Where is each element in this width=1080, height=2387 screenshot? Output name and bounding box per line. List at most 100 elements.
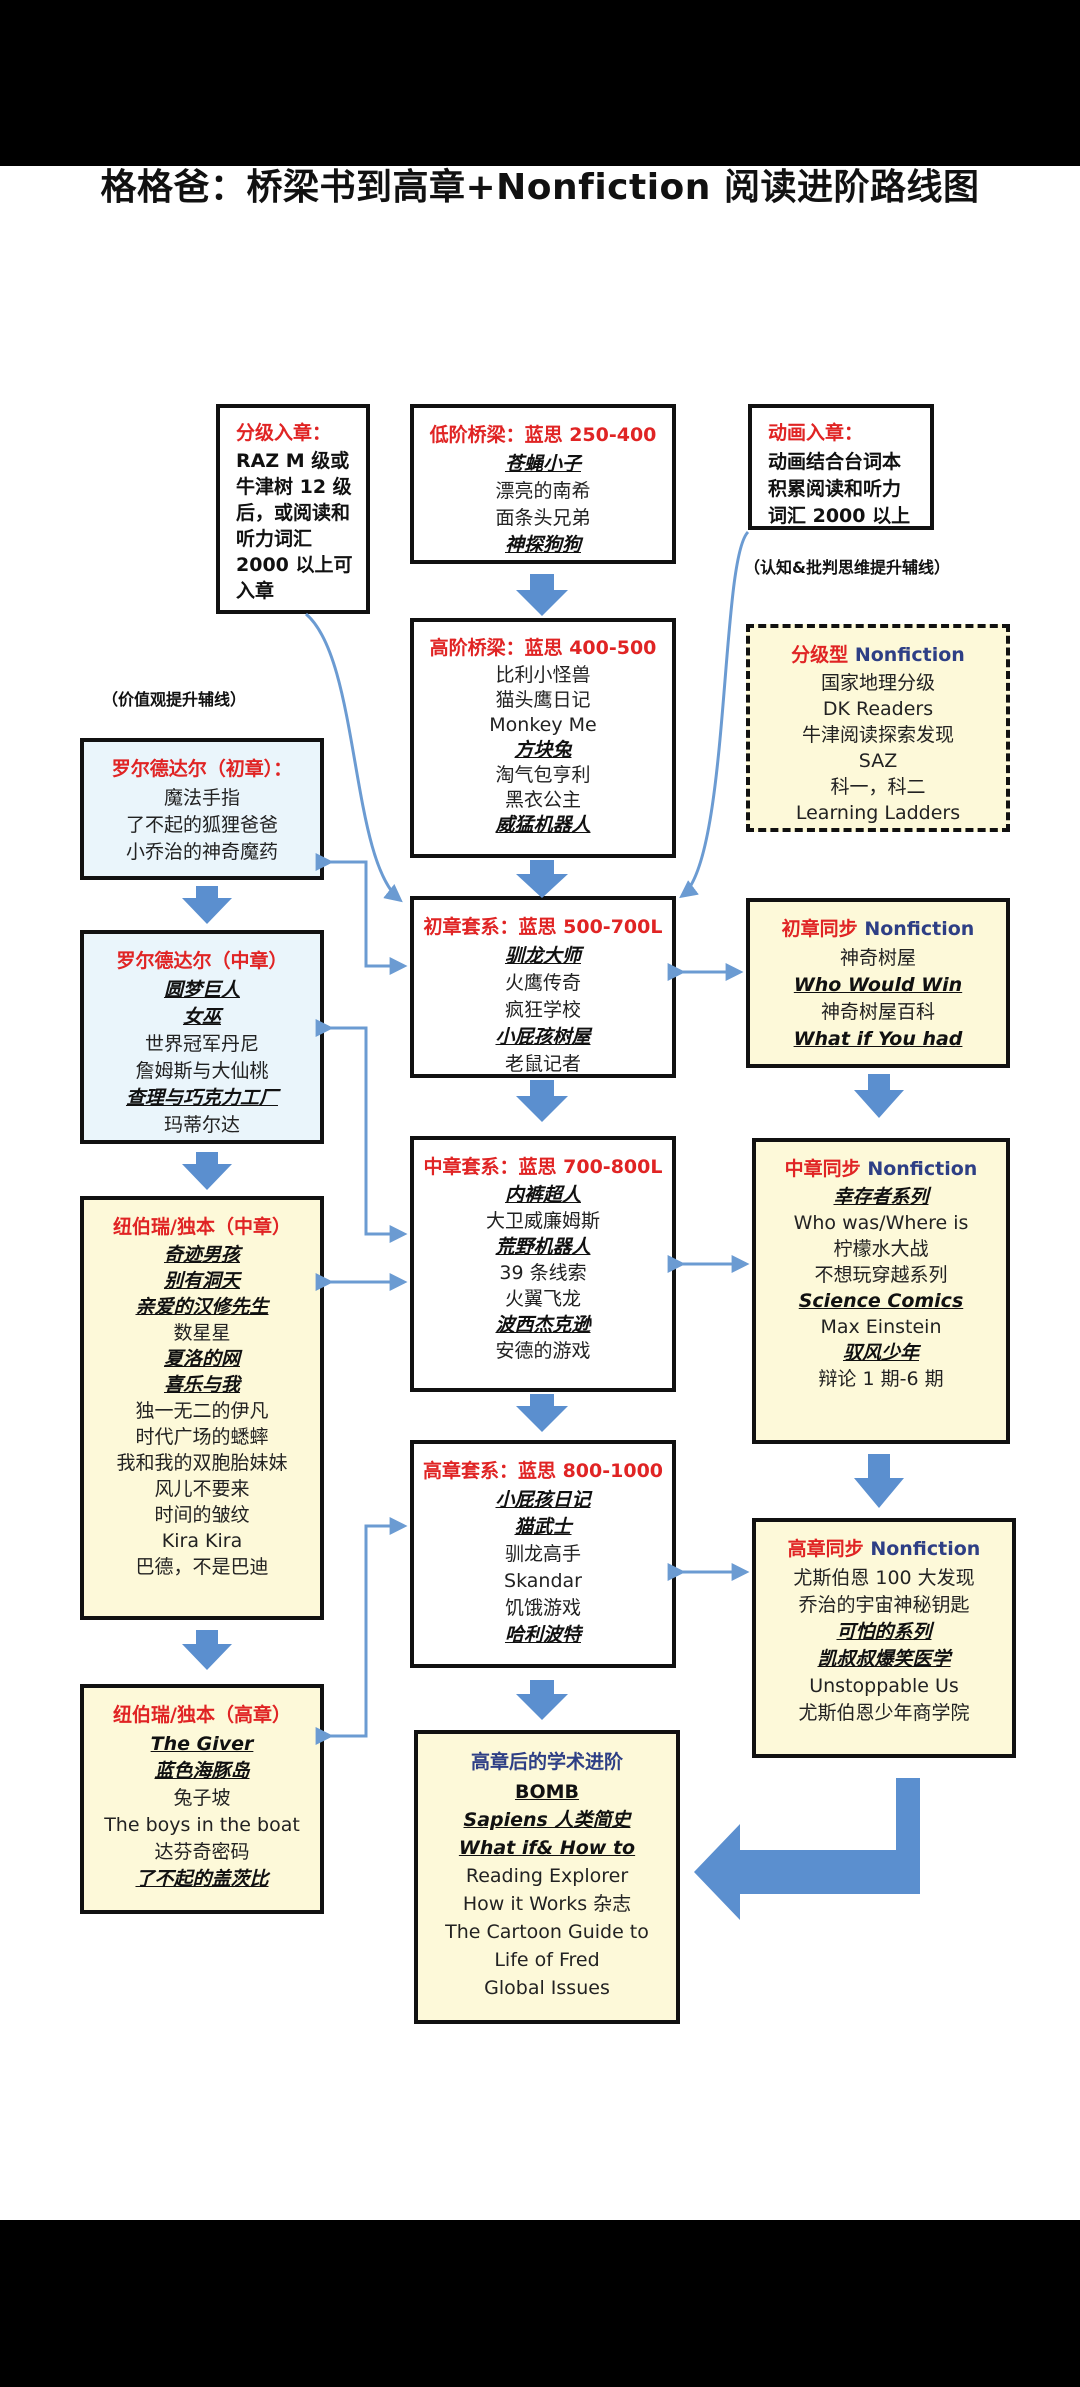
graded-nf-header: 分级型 Nonfiction: [758, 642, 998, 668]
book-title: 老鼠记者: [504, 1053, 581, 1075]
book-title: 驯龙大师: [504, 945, 581, 967]
book-title: 凯叔叔爆笑医学: [817, 1648, 951, 1670]
book-title: 猫头鹰日记: [495, 689, 591, 711]
book-title: 词汇 2000 以上: [768, 505, 911, 527]
book-title: 神奇树屋百科: [820, 1001, 935, 1023]
newbery-mid-box: 纽伯瑞/独本（中章）奇迹男孩别有洞天亲爱的汉修先生数星星夏洛的网喜乐与我独一无二…: [80, 1196, 324, 1620]
right-down-arrow-icon: [854, 1074, 904, 1508]
book-title: 淘气包亨利: [495, 764, 591, 786]
book-title: How it Works 杂志: [462, 1893, 632, 1915]
book-title: 达芬奇密码: [154, 1841, 250, 1863]
book-title: 神奇树屋: [839, 947, 916, 969]
book-title: 了不起的盖茨比: [135, 1868, 269, 1890]
critical-side-label: （认知&批判思维提升辅线）: [744, 558, 950, 577]
book-title: 后，或阅读和: [236, 502, 351, 524]
book-title: 辩论 1 期-6 期: [818, 1368, 944, 1390]
book-title: 了不起的狐狸爸爸: [125, 814, 278, 836]
book-title: 独一无二的伊凡: [135, 1400, 269, 1422]
nf-header-suffix: Nonfiction: [854, 644, 965, 666]
nf-header-suffix: Nonfiction: [867, 1158, 978, 1180]
nf-header-prefix: 中章同步: [784, 1158, 861, 1180]
book-title: Reading Explorer: [465, 1865, 629, 1887]
book-title: 哈利波特: [504, 1624, 581, 1646]
roald-mid-connector: [315, 1019, 408, 1243]
book-title: 小乔治的神奇魔药: [125, 841, 278, 863]
book-title: 苍蝇小子: [504, 453, 581, 475]
book-title: 数星星: [173, 1322, 231, 1344]
book-title: Kira Kira: [161, 1530, 243, 1552]
book-title: 玛蒂尔达: [163, 1114, 240, 1136]
book-title: 黑衣公主: [504, 789, 581, 811]
book-title: 猫武士: [514, 1516, 572, 1538]
book-title: 不想玩穿越系列: [814, 1264, 948, 1286]
animation-entry-connector: [679, 530, 750, 899]
book-title: 圆梦巨人: [163, 979, 240, 1001]
book-title: 牛津阅读探索发现: [801, 724, 954, 746]
book-title: Skandar: [504, 1570, 582, 1592]
nf-header-suffix: Nonfiction: [870, 1538, 981, 1560]
graded-entry-header: 分级入章：: [236, 422, 332, 444]
book-title: BOMB: [514, 1781, 580, 1803]
roald-dahl-mid-box: 罗尔德达尔（中章）圆梦巨人女巫世界冠军丹尼詹姆斯与大仙桃查理与巧克力工厂玛蒂尔达: [80, 930, 324, 1144]
book-title: 柠檬水大战: [833, 1238, 929, 1260]
high-set-header: 高章套系：蓝思 800-1000: [422, 1460, 664, 1482]
book-title: 饥饿游戏: [504, 1597, 581, 1619]
book-title: 威猛机器人: [495, 814, 591, 836]
nf-header-prefix: 初章同步: [781, 918, 858, 940]
book-title: Unstoppable Us: [809, 1675, 959, 1697]
book-title: 喜乐与我: [163, 1374, 240, 1396]
low-bridge-header: 低阶桥梁：蓝思 250-400: [429, 424, 657, 446]
book-title: 波西杰克逊: [495, 1314, 591, 1336]
book-title: 驭风少年: [842, 1342, 919, 1364]
book-title: Who was/Where is: [793, 1212, 969, 1234]
book-title: 牛津树 12 级: [236, 476, 352, 498]
mid-nonfiction-box: 中章同步 Nonfiction 幸存者系列 Who was/Where is 柠檬水大…: [752, 1138, 1010, 1444]
book-title: 夏洛的网: [163, 1348, 240, 1370]
book-title: 漂亮的南希: [495, 480, 591, 502]
book-title: 世界冠军丹尼: [144, 1033, 259, 1055]
book-title: 听力词汇: [236, 528, 313, 550]
book-title: 内裤超人: [504, 1184, 581, 1206]
book-title: 魔法手指: [163, 787, 240, 809]
values-side-label: （价值观提升辅线）: [102, 690, 247, 709]
academic-header: 高章后的学术进阶: [470, 1751, 623, 1773]
book-title: Who Would Win: [793, 974, 963, 996]
newbery-high-connector: [315, 1517, 408, 1745]
book-title: RAZ M 级或: [236, 450, 350, 472]
book-title: 大卫威廉姆斯: [485, 1210, 600, 1232]
book-title: Monkey Me: [489, 714, 597, 736]
book-title: The Giver: [150, 1733, 254, 1755]
book-title: Science Comics: [798, 1290, 964, 1312]
book-title: 入章: [236, 580, 275, 602]
high-bridge-header: 高阶桥梁：蓝思 400-500: [429, 637, 657, 659]
down-arrow-icon: [516, 574, 568, 1720]
book-title: 科一，科二: [830, 776, 926, 798]
nf-header-prefix: 分级型: [791, 644, 849, 666]
mid-nf-header: 中章同步 Nonfiction: [764, 1156, 998, 1182]
roald-early-header: 罗尔德达尔（初章）：: [111, 758, 293, 780]
book-title: 时代广场的蟋蟀: [135, 1426, 269, 1448]
book-title: 时间的皱纹: [154, 1504, 250, 1526]
animation-entry-box: 动画入章：动画结合台词本积累阅读和听力词汇 2000 以上: [748, 404, 934, 530]
left-down-arrow-icon: [182, 886, 232, 1670]
book-title: 查理与巧克力工厂: [125, 1087, 278, 1109]
book-title: 小屁孩树屋: [495, 1026, 591, 1048]
nf-header-suffix: Nonfiction: [864, 918, 975, 940]
book-title: 驯龙高手: [504, 1543, 581, 1565]
roald-mid-header: 罗尔德达尔（中章）: [116, 950, 288, 972]
book-title: 荒野机器人: [495, 1236, 591, 1258]
book-title: Max Einstein: [820, 1316, 942, 1338]
book-title: 别有洞天: [163, 1270, 240, 1292]
big-left-arrow-icon: [694, 1778, 920, 1920]
book-title: 国家地理分级: [820, 672, 935, 694]
book-title: 39 条线索: [499, 1262, 587, 1284]
book-title: 幸存者系列: [833, 1186, 929, 1208]
newbery-high-header: 纽伯瑞/独本（高章）: [113, 1704, 291, 1726]
book-title: 巴德，不是巴迪: [135, 1556, 269, 1578]
book-title: The boys in the boat: [104, 1814, 300, 1836]
